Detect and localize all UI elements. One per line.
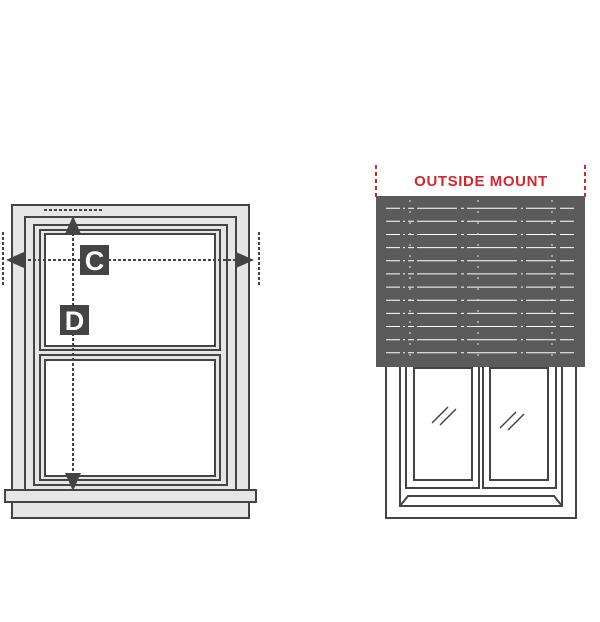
right-window [385, 349, 577, 519]
blind-slat [376, 235, 585, 247]
width-arrow-right [236, 252, 254, 268]
blind-slat [376, 353, 585, 365]
width-label: C [85, 246, 105, 276]
blind-slat [376, 209, 585, 221]
width-measurement [6, 252, 254, 268]
blind-slat [376, 340, 585, 352]
height-arrow-bottom [65, 473, 81, 491]
mount-label: OUTSIDE MOUNT [414, 173, 548, 190]
blind-slat [376, 327, 585, 339]
height-arrow-top [65, 216, 81, 234]
right-window-left-pane [413, 367, 473, 481]
height-measurement [65, 216, 81, 491]
left-window-apron [11, 501, 250, 519]
blind-slat [376, 274, 585, 287]
blind-slat [376, 196, 585, 208]
left-window [4, 204, 257, 519]
blind-slat [376, 261, 585, 273]
blind-slat [376, 314, 585, 326]
left-window-sill [4, 489, 257, 503]
measure-ticks [2, 209, 260, 286]
height-label: D [65, 306, 85, 336]
height-label-badge: D [60, 305, 89, 336]
glass-glints [431, 406, 525, 431]
right-window-sill [399, 495, 563, 507]
width-label-badge: C [80, 245, 109, 276]
blind-slat [376, 248, 585, 260]
width-arrow-left [6, 252, 24, 268]
blind-slat [376, 288, 585, 300]
blind-slat [376, 222, 585, 234]
outside-mount-blind [376, 196, 585, 367]
blind-slat [376, 301, 585, 313]
right-window-right-pane [489, 367, 549, 481]
left-window-lower-pane [44, 359, 216, 477]
